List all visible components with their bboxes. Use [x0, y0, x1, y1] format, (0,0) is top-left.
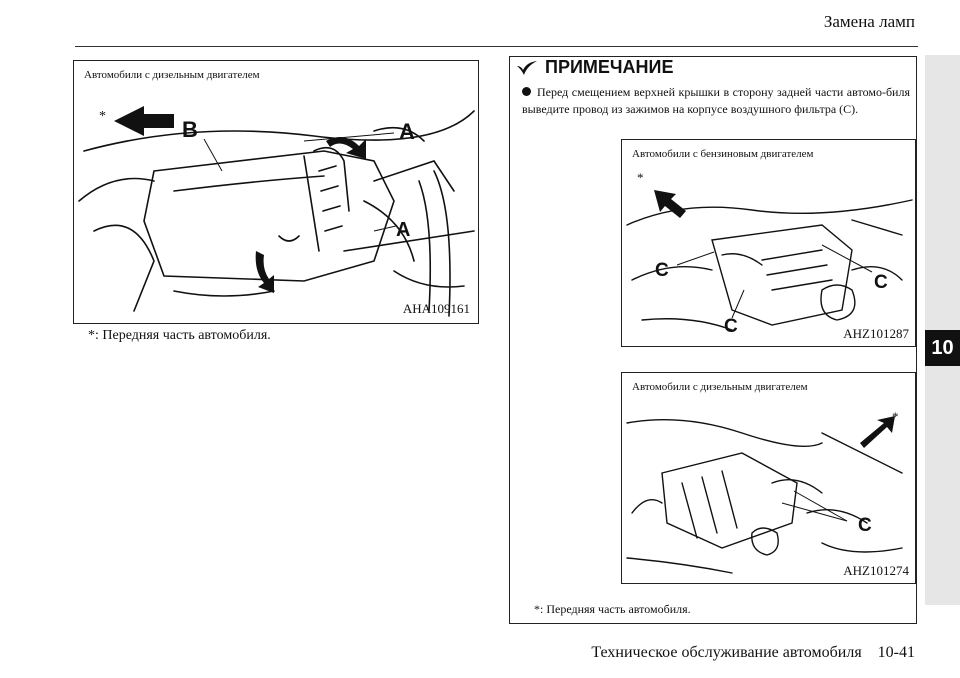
note-text-body: Перед смещением верхней крышки в сторону…: [522, 85, 910, 116]
callout-a-bottom: A: [396, 219, 411, 241]
figure-note-diesel-code: AHZ101274: [843, 563, 909, 578]
header-rule: [75, 46, 918, 47]
figure-petrol: Автомобили с бензиновым двигателем * C C…: [621, 139, 916, 347]
figure-main-footnote: *: Передняя часть автомобиля.: [88, 328, 271, 343]
figure-petrol-caption: Автомобили с бензиновым двигателем: [632, 148, 814, 160]
callout-c-bottom: C: [724, 316, 738, 337]
callout-c-right: C: [874, 272, 888, 293]
chapter-number-badge: 10: [925, 330, 960, 366]
figure-main-code: AHA109161: [402, 301, 470, 316]
figure-petrol-code: AHZ101287: [843, 326, 909, 341]
engine-air-filter-illustration: [78, 106, 475, 317]
figure-main-diesel: Автомобили с дизельным двигателем * B A …: [73, 60, 479, 324]
callout-b: B: [182, 117, 198, 142]
callout-c-left: C: [655, 260, 669, 281]
callout-c-diesel: C: [858, 515, 872, 536]
petrol-front-arrow-icon: [654, 190, 686, 218]
callout-a-top: A: [399, 119, 415, 144]
diesel-engine-illustration: [626, 416, 903, 574]
bullet-icon: [522, 87, 531, 96]
figure-note-diesel-star: *: [892, 409, 899, 424]
note-title: ПРИМЕЧАНИЕ: [545, 57, 674, 77]
note-footnote: *: Передняя часть автомобиля.: [534, 602, 691, 616]
figure-main-caption: Автомобили с дизельным двигателем: [84, 69, 260, 81]
petrol-engine-illustration: [626, 190, 913, 331]
figure-note-diesel: Автомобили с дизельным двигателем * C AH…: [621, 372, 916, 584]
note-text: Перед смещением верхней крышки в сторону…: [522, 84, 910, 118]
page-footer: Техническое обслуживание автомобиля 10-4…: [591, 644, 915, 661]
figure-main-star: *: [99, 109, 106, 124]
front-direction-arrow-icon: [114, 106, 174, 136]
note-check-icon: [517, 60, 537, 75]
page-header-title: Замена ламп: [823, 12, 915, 31]
figure-petrol-star: *: [637, 170, 644, 185]
figure-note-diesel-caption: Автомобили с дизельным двигателем: [632, 381, 808, 393]
note-box: [509, 56, 917, 624]
note-heading: ПРИМЕЧАНИЕ: [515, 57, 673, 78]
diesel-front-arrow-icon: [860, 416, 895, 448]
